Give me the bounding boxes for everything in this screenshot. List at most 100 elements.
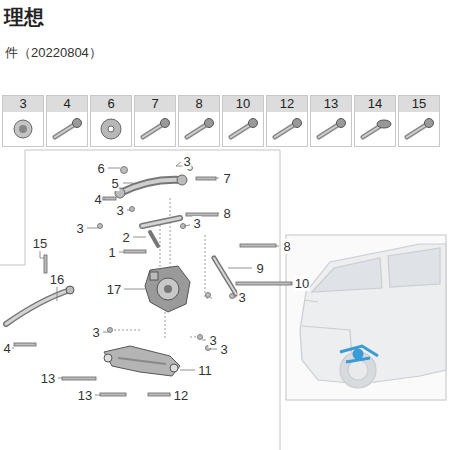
callout-wrap: 6	[96, 159, 105, 177]
lower-control-arm	[104, 346, 180, 376]
callout-wrap: 15	[32, 234, 48, 252]
callout-number: 10	[294, 276, 310, 291]
fastener-cell: 6	[90, 95, 132, 147]
fastener-cell: 10	[222, 95, 264, 147]
callout-number: 13	[77, 388, 93, 403]
part-number: 4	[47, 96, 87, 112]
callout-number: 5	[110, 176, 119, 191]
callout-wrap: 3	[219, 340, 228, 358]
fastener-cell: 8	[178, 95, 220, 147]
trailing-arm	[6, 286, 74, 324]
part-number: 12	[267, 96, 307, 112]
fastener-icon	[14, 120, 32, 138]
callout-wrap: 3	[75, 219, 84, 237]
callout-number: 16	[49, 272, 65, 287]
highlighted-suspension	[340, 346, 378, 362]
callout-wrap: 3	[91, 323, 100, 341]
callout-number: 13	[40, 371, 56, 386]
fastener-icon	[231, 119, 258, 138]
callout-wrap: 3	[237, 288, 246, 306]
fastener-icon	[187, 119, 214, 138]
callout-wrap: 3	[115, 201, 124, 219]
callout-number: 3	[91, 325, 100, 340]
callout-wrap: 16	[49, 270, 65, 288]
callout-number: 3	[192, 216, 201, 231]
fastener-icon	[143, 119, 170, 138]
callout-wrap: 13	[77, 386, 93, 404]
subtitle: 件（20220804）	[4, 43, 103, 61]
part-number: 10	[223, 96, 263, 112]
callout-number: 3	[182, 154, 191, 169]
callout-number: 6	[96, 161, 105, 176]
callout-wrap: 3	[182, 152, 191, 170]
fastener-cell: 3	[2, 95, 44, 147]
fastener-cell: 12	[266, 95, 308, 147]
fastener-cell: 13	[310, 95, 352, 147]
fastener-icon	[101, 119, 121, 139]
callout-number: 8	[222, 206, 231, 221]
callout-wrap: 4	[2, 339, 11, 357]
callout-wrap: 9	[255, 259, 264, 277]
callout-wrap: 7	[222, 169, 231, 187]
brand-title: 理想	[4, 4, 44, 31]
car-illustration	[300, 244, 446, 388]
fastener-icon	[319, 119, 346, 138]
callout-wrap: 8	[282, 237, 291, 255]
callout-wrap: 10	[294, 274, 310, 292]
wheel-knuckle	[145, 266, 190, 312]
toe-link	[142, 218, 180, 246]
fastener-cell: 14	[354, 95, 396, 147]
callout-number: 8	[282, 239, 291, 254]
callout-wrap: 8	[222, 204, 231, 222]
callout-wrap: 4	[93, 190, 102, 208]
part-number: 14	[355, 96, 395, 112]
callout-wrap: 2	[121, 228, 130, 246]
fastener-icon	[275, 119, 302, 138]
callout-number: 3	[75, 221, 84, 236]
callout-wrap: 5	[110, 174, 119, 192]
callout-number: 15	[32, 236, 48, 251]
fastener-icon	[55, 119, 82, 138]
callout-wrap: 1	[107, 243, 116, 261]
fastener-icon	[363, 120, 391, 137]
callout-number: 17	[106, 282, 122, 297]
callout-wrap: 3	[192, 214, 201, 232]
lateral-link	[214, 258, 236, 294]
callout-wrap: 12	[173, 386, 189, 404]
callout-wrap: 17	[106, 280, 122, 298]
callout-number: 3	[208, 333, 217, 348]
callout-number: 4	[93, 192, 102, 207]
callout-number: 3	[219, 342, 228, 357]
assembly-line	[110, 198, 212, 340]
callout-number: 11	[197, 363, 213, 378]
fastener-icon	[407, 119, 434, 138]
callout-number: 2	[121, 230, 130, 245]
part-number: 7	[135, 96, 175, 112]
title-text: 理想	[4, 6, 44, 28]
callout-number: 1	[107, 245, 116, 260]
part-number: 8	[179, 96, 219, 112]
callout-number: 4	[2, 341, 11, 356]
part-number: 15	[399, 96, 439, 112]
upper-control-arm	[115, 175, 187, 198]
fastener-cell: 4	[46, 95, 88, 147]
subtitle-text: 件（20220804）	[4, 45, 103, 60]
callout-number: 9	[255, 261, 264, 276]
fastener	[14, 166, 292, 397]
part-number: 6	[91, 96, 131, 112]
car-panel	[286, 235, 446, 400]
callout-wrap: 3	[208, 331, 217, 349]
callout-wrap: 13	[40, 369, 56, 387]
fastener-cell: 15	[398, 95, 440, 147]
callout-number: 12	[173, 388, 189, 403]
leader-line	[12, 162, 292, 395]
callout-number: 3	[237, 290, 246, 305]
callout-wrap: 11	[197, 361, 213, 379]
part-number: 13	[311, 96, 351, 112]
callout-number: 7	[222, 171, 231, 186]
panel-border	[0, 150, 280, 450]
fastener-cell: 7	[134, 95, 176, 147]
callout-number: 3	[115, 203, 124, 218]
